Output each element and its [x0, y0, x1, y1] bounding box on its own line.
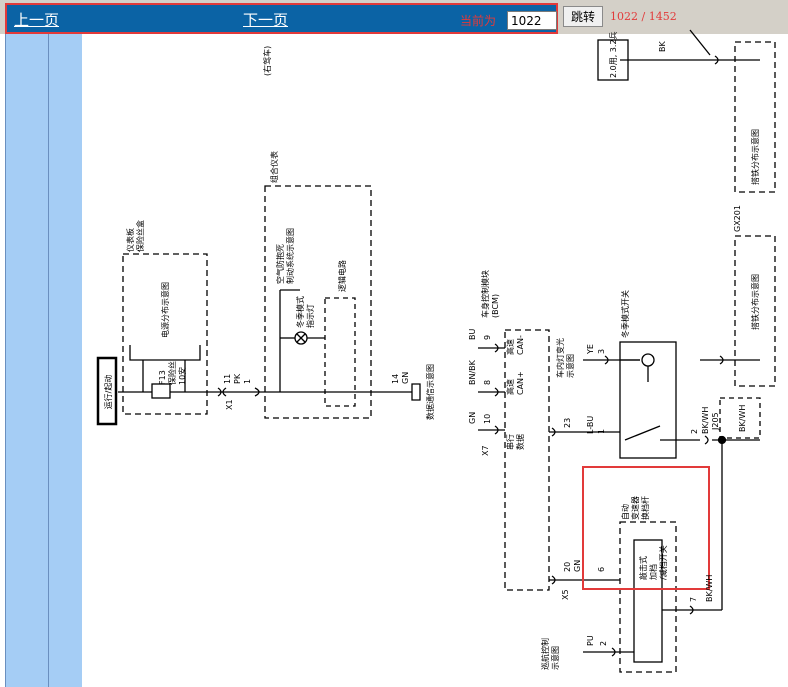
tap-switch-label: 敲击式加档/减档开关: [638, 545, 668, 580]
fuse-box-outline: [122, 253, 208, 415]
svg-text:8: 8: [483, 380, 492, 385]
power-dist-label: 电源分布示意图: [160, 282, 170, 338]
svg-text:YE: YE: [586, 344, 595, 355]
svg-text:20: 20: [563, 562, 572, 572]
page-number-input[interactable]: [507, 11, 557, 30]
conn-x5: X5: [561, 589, 570, 600]
winter-switch-box: [619, 341, 677, 459]
run-start-label: 运行/起动: [103, 375, 113, 410]
highlight-box: [582, 466, 710, 590]
ground-g201: GX201: [733, 205, 742, 232]
trans-switch-label: 自动变速器换档杆: [620, 496, 650, 520]
winter-ind-label: 冬季模式指示灯: [295, 296, 315, 328]
svg-text:2: 2: [690, 429, 699, 434]
svg-text:PK: PK: [233, 373, 242, 384]
wire-size-label: 2.0用, 3.2兵: [608, 31, 618, 78]
logic-circuit-outline: [324, 297, 356, 407]
winter-switch-label: 冬季模式开关: [620, 290, 630, 338]
logic-label: 逻辑电路: [337, 260, 347, 292]
cluster-outline: [264, 185, 372, 419]
svg-text:串行数据: 串行数据: [505, 434, 525, 450]
svg-text:BU: BU: [468, 329, 477, 340]
sidebar-divider: [5, 34, 6, 687]
svg-text:PU: PU: [586, 635, 595, 646]
tap-switch-box: [633, 539, 663, 663]
sidebar-divider-2: [48, 34, 49, 687]
data-comm-ref: [411, 383, 421, 401]
ground-dist-label-2: 搭铁分布示意图: [750, 274, 760, 330]
svg-text:高速CAN-: 高速CAN-: [505, 335, 525, 355]
page-nav-bar: 上一页 下一页 当前为: [5, 3, 558, 34]
sidebar-edge: [0, 34, 5, 687]
ground-dist-outline-2: [734, 235, 776, 387]
svg-text:14: 14: [391, 374, 400, 384]
svg-text:23: 23: [563, 418, 572, 428]
ac-diag-label: 空气防抱死制动系统示意图: [275, 228, 295, 284]
cruise-label: 巡航控制示意图: [540, 638, 560, 670]
svg-text:J205: J205: [711, 412, 720, 431]
jump-button[interactable]: 跳转: [563, 6, 603, 27]
svg-text:7: 7: [689, 597, 698, 602]
fuse-f13-symbol: [151, 383, 171, 399]
next-page-link[interactable]: 下一页: [243, 11, 289, 29]
ground-dist-label: 搭铁分布示意图: [750, 129, 760, 185]
page-count: 1022 / 1452: [610, 10, 677, 23]
svg-text:11: 11: [223, 374, 232, 384]
prev-page-link[interactable]: 上一页: [14, 11, 60, 29]
interior-light-label: 车内灯变光示意图: [555, 338, 575, 378]
shift-lever-outline: [619, 521, 677, 673]
svg-text:GN: GN: [468, 412, 477, 424]
fuse-box-label: 仪表板保险丝盒: [125, 220, 145, 252]
svg-text:1: 1: [243, 379, 252, 384]
svg-text:GN: GN: [401, 372, 410, 384]
svg-text:BK/WH: BK/WH: [705, 575, 714, 602]
svg-text:BK/WH: BK/WH: [701, 407, 710, 434]
bcm-label: 车身控制模块(BCM): [480, 270, 500, 318]
switch-contact: [624, 425, 661, 441]
connector-x1: [217, 387, 222, 397]
conn-x1: X1: [225, 399, 234, 410]
svg-text:高速CAN+: 高速CAN+: [505, 371, 525, 395]
bcm-outline: [504, 329, 550, 591]
fuse-label: F13保险丝10安: [158, 361, 187, 385]
wire-size-box: [597, 39, 629, 81]
svg-text:2: 2: [599, 641, 608, 646]
svg-text:BN/BK: BN/BK: [468, 359, 477, 385]
svg-text:BK/WH: BK/WH: [738, 405, 747, 432]
svg-text:10: 10: [483, 414, 492, 424]
svg-text:9: 9: [483, 335, 492, 340]
cluster-label: 组合仪表: [269, 151, 279, 183]
right-drive-label: (右驾车): [262, 46, 272, 76]
bus-bar: [129, 345, 201, 361]
svg-text:L-BU: L-BU: [586, 416, 595, 434]
svg-text:BK: BK: [658, 41, 667, 52]
svg-text:6: 6: [597, 567, 606, 572]
thumbnail-sidebar[interactable]: [0, 34, 82, 687]
data-comm-label: 数据通信示意图: [425, 364, 435, 420]
run-start-box: [96, 356, 118, 426]
svg-text:1: 1: [597, 429, 606, 434]
ground-dist-outline: [734, 41, 776, 193]
current-page-label: 当前为: [460, 14, 497, 28]
svg-text:3: 3: [597, 349, 606, 354]
conn-x7: X7: [481, 445, 490, 456]
svg-text:GN: GN: [573, 560, 582, 572]
